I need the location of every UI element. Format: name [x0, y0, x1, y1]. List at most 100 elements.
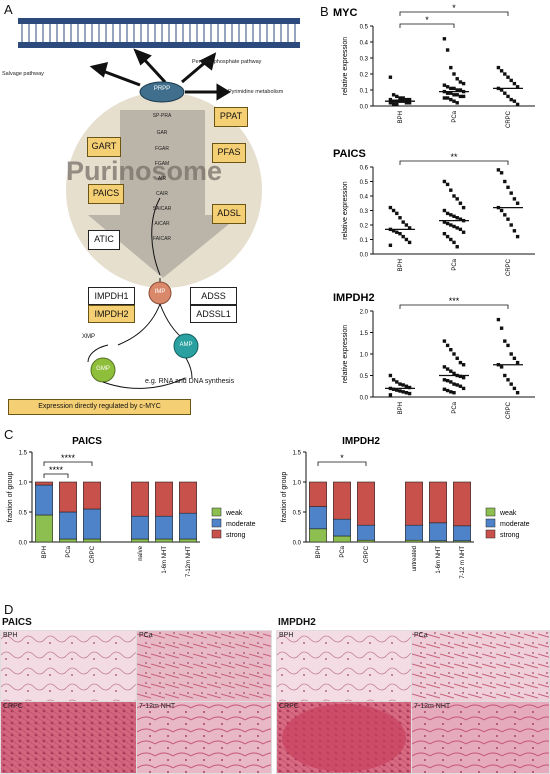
- tile-label: 7-12m NHT: [139, 703, 176, 710]
- data-point: [515, 234, 520, 239]
- tile-label: 7-12m NHT: [414, 703, 451, 710]
- x-tick-label: 1-6m NHT: [162, 546, 168, 574]
- data-point: [404, 97, 409, 102]
- data-point: [512, 81, 517, 86]
- xmp-label: XMP: [82, 334, 96, 340]
- significance-bracket: [399, 160, 509, 165]
- intermediate-air: AIR: [157, 176, 167, 182]
- data-point: [503, 339, 507, 343]
- data-point: [455, 216, 459, 220]
- y-tick-label: 1.5: [19, 451, 28, 457]
- data-point: [398, 382, 402, 386]
- data-point: [512, 229, 517, 233]
- data-point: [449, 213, 453, 217]
- y-tick-label: 0.0: [360, 105, 369, 111]
- bar-segment-strong: [131, 481, 149, 517]
- data-point: [503, 373, 507, 378]
- data-point: [455, 226, 459, 230]
- data-point: [506, 75, 510, 79]
- y-tick-label: 0.5: [360, 180, 369, 186]
- y-axis-label: relative expression: [342, 181, 349, 239]
- data-point: [442, 220, 447, 224]
- data-point: [401, 390, 405, 394]
- data-point: [395, 211, 399, 216]
- data-point: [506, 343, 510, 348]
- significance-label: ****: [61, 453, 76, 463]
- x-tick-label: PCa: [66, 545, 72, 557]
- data-point: [509, 78, 513, 83]
- histology-right-title: IMPDH2: [278, 617, 316, 628]
- data-point: [445, 91, 450, 95]
- data-point: [452, 194, 456, 198]
- data-point: [458, 384, 463, 388]
- x-tick-label: CRPC: [506, 110, 512, 128]
- data-point: [391, 102, 396, 107]
- legend-label-weak: weak: [225, 510, 243, 517]
- x-tick-label: naïve: [138, 545, 144, 560]
- data-point: [452, 382, 456, 386]
- y-axis-label: relative expression: [342, 37, 349, 95]
- enzyme-atic: ATIC: [88, 230, 120, 250]
- data-point: [388, 373, 393, 378]
- bar-segment-strong: [59, 481, 77, 513]
- data-point: [515, 360, 520, 365]
- data-point: [445, 234, 450, 239]
- data-point: [496, 317, 501, 322]
- x-tick-label: PCa: [340, 545, 346, 557]
- bar-segment-moderate: [405, 524, 423, 541]
- bar-segment-moderate: [333, 518, 351, 537]
- data-point: [445, 388, 450, 393]
- data-point: [449, 223, 453, 227]
- data-point: [449, 390, 453, 394]
- bar-segment-moderate: [155, 515, 173, 540]
- tile-label: PCa: [414, 632, 428, 639]
- data-point: [401, 220, 405, 224]
- y-tick-label: 1.0: [19, 481, 28, 487]
- data-point: [449, 348, 453, 352]
- y-tick-label: 0.5: [360, 25, 369, 31]
- data-point: [452, 240, 456, 245]
- data-point: [449, 86, 453, 91]
- significance-label: *: [425, 15, 429, 25]
- data-point: [452, 214, 456, 218]
- legend-swatch-moderate: [211, 518, 222, 528]
- data-point: [461, 375, 466, 380]
- intermediate-gar: GAR: [156, 130, 168, 136]
- data-point: [499, 208, 504, 213]
- purinosome-arrow: [88, 110, 240, 278]
- data-point: [404, 384, 409, 388]
- data-point: [452, 371, 456, 376]
- data-point: [458, 88, 463, 92]
- data-point: [401, 234, 405, 239]
- bar-segment-weak: [131, 538, 149, 543]
- intermediate-fgar: FGAR: [155, 146, 169, 152]
- data-point: [449, 369, 453, 373]
- significance-label: *: [340, 453, 344, 463]
- x-tick-label: 7-12 m NHT: [460, 546, 466, 579]
- data-point: [391, 229, 396, 233]
- y-tick-label: 0.6: [360, 166, 369, 172]
- data-point: [407, 97, 412, 102]
- intermediate-fgam: FGAM: [154, 161, 170, 167]
- bar-segment-weak: [333, 535, 351, 543]
- significance-bracket: [399, 304, 509, 309]
- data-point: [407, 385, 412, 390]
- data-point: [395, 388, 399, 392]
- data-point: [442, 232, 447, 236]
- data-point: [455, 197, 459, 201]
- significance-label: **: [450, 152, 458, 162]
- y-tick-label: 0.1: [360, 89, 369, 95]
- prpp-arrows: [89, 48, 231, 101]
- data-point: [515, 391, 520, 395]
- histology-impdh2-bph: BPH: [276, 630, 412, 702]
- data-point: [461, 230, 466, 234]
- chart-title: PAICS: [333, 148, 366, 160]
- data-point: [445, 182, 450, 187]
- gmp-label: GMP: [96, 366, 110, 372]
- significance-label: *: [452, 3, 456, 13]
- bar-segment-strong: [155, 481, 173, 517]
- flow-line: [151, 197, 161, 276]
